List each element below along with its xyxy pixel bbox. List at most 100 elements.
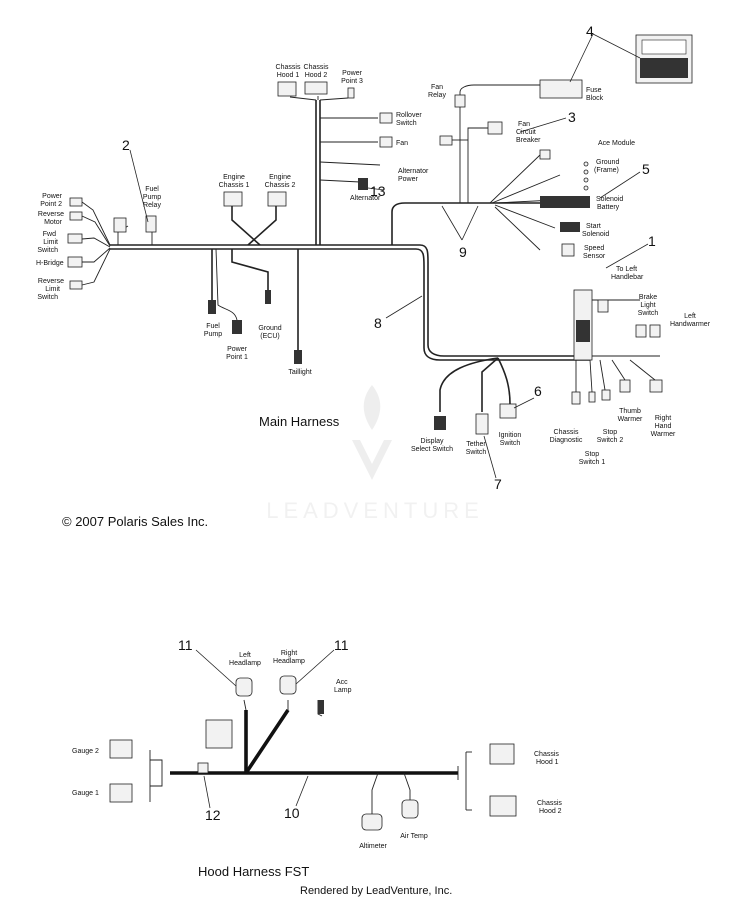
callout-4: 4: [586, 23, 594, 39]
stop-switch-2-connector: [601, 389, 611, 401]
label-alternator: Alternator: [350, 195, 381, 202]
fwd-limit-switch-connector: [67, 233, 83, 244]
callout-8: 8: [374, 315, 382, 331]
engine-chassis-2-connector: [267, 191, 287, 207]
power-point-3-connector: [347, 87, 355, 99]
label-gauge-1: Gauge 1: [72, 790, 99, 797]
altimeter-connector: [361, 813, 383, 831]
callout-9: 9: [459, 244, 467, 260]
callout-2: 2: [122, 137, 130, 153]
callout-10: 10: [284, 805, 300, 821]
stop-switch-1-connector: [588, 391, 596, 403]
fan-connector: [379, 136, 393, 148]
label-ground-ecu: Ground(ECU): [258, 325, 281, 340]
leadventure-watermark-logo: LEADVENTURE: [266, 385, 484, 523]
ace-module-connector: [539, 149, 551, 160]
label-air-temp: Air Temp: [400, 833, 428, 840]
solenoid-battery-connector: [540, 196, 590, 208]
h-bridge-connector: [67, 256, 83, 268]
left-headlamp-connector: [235, 677, 253, 697]
alternator-connector: [358, 178, 368, 190]
chassis-hood-2-connector: [304, 81, 328, 95]
callout-12: 12: [205, 807, 221, 823]
footer-credit: Rendered by LeadVenture, Inc.: [300, 885, 452, 897]
hood-chassis-hood-2-connector: [489, 795, 517, 817]
chassis-hood-1-connector: [277, 81, 297, 97]
chassis-diagnostic-connector: [571, 391, 581, 405]
junction-connector: [113, 217, 127, 233]
label-taillight: Taillight: [288, 369, 311, 376]
right-headlamp-connector: [279, 675, 297, 695]
fan-relay-connector: [454, 94, 466, 108]
power-point-1-connector: [232, 320, 242, 334]
fan-breaker-plug: [439, 135, 453, 146]
label-fan: Fan: [396, 140, 408, 147]
engine-chassis-1-connector: [223, 191, 243, 207]
gauge-1-connector: [109, 783, 133, 803]
main-harness-title: Main Harness: [259, 414, 340, 429]
reverse-limit-switch-connector: [69, 280, 83, 290]
reverse-motor-connector: [69, 211, 83, 221]
gauge-2-connector: [109, 739, 133, 759]
label-ace-module: Ace Module: [598, 140, 635, 147]
ground-ecu-terminal: [265, 290, 271, 304]
callout-11-left: 11: [178, 637, 193, 653]
ground-frame-terminals: [583, 161, 589, 191]
start-solenoid-connector: [560, 222, 580, 232]
callout-13: 13: [370, 183, 386, 199]
fuel-pump-relay-connector: [145, 215, 157, 233]
label-gauge-2: Gauge 2: [72, 748, 99, 755]
label-ground-frame: Ground(Frame): [594, 159, 619, 174]
air-temp-connector: [401, 799, 419, 819]
fuse-block-detail: [635, 34, 693, 84]
ignition-switch-connector: [499, 403, 517, 419]
hood-harness-wires: [149, 699, 472, 814]
label-h-bridge: H-Bridge: [36, 260, 64, 267]
speed-sensor-connector: [561, 243, 575, 257]
tether-switch-connector: [475, 413, 489, 435]
fuse-block-connector: [539, 79, 583, 99]
label-altimeter: Altimeter: [359, 843, 387, 850]
callout-3: 3: [568, 109, 576, 125]
hood-harness-callouts: 11 11 12 10: [178, 637, 349, 823]
fan-circuit-breaker-connector: [487, 121, 503, 135]
hood-harness-connectors: [109, 675, 517, 831]
callout-1: 1: [648, 233, 656, 249]
copyright-text: © 2007 Polaris Sales Inc.: [62, 514, 208, 529]
main-harness-connectors: [67, 34, 693, 435]
power-point-2-connector: [69, 197, 83, 207]
callout-5: 5: [642, 161, 650, 177]
hood-harness-title: Hood Harness FST: [198, 864, 309, 879]
watermark-text: LEADVENTURE: [266, 498, 484, 523]
main-harness-wires: [81, 84, 660, 412]
